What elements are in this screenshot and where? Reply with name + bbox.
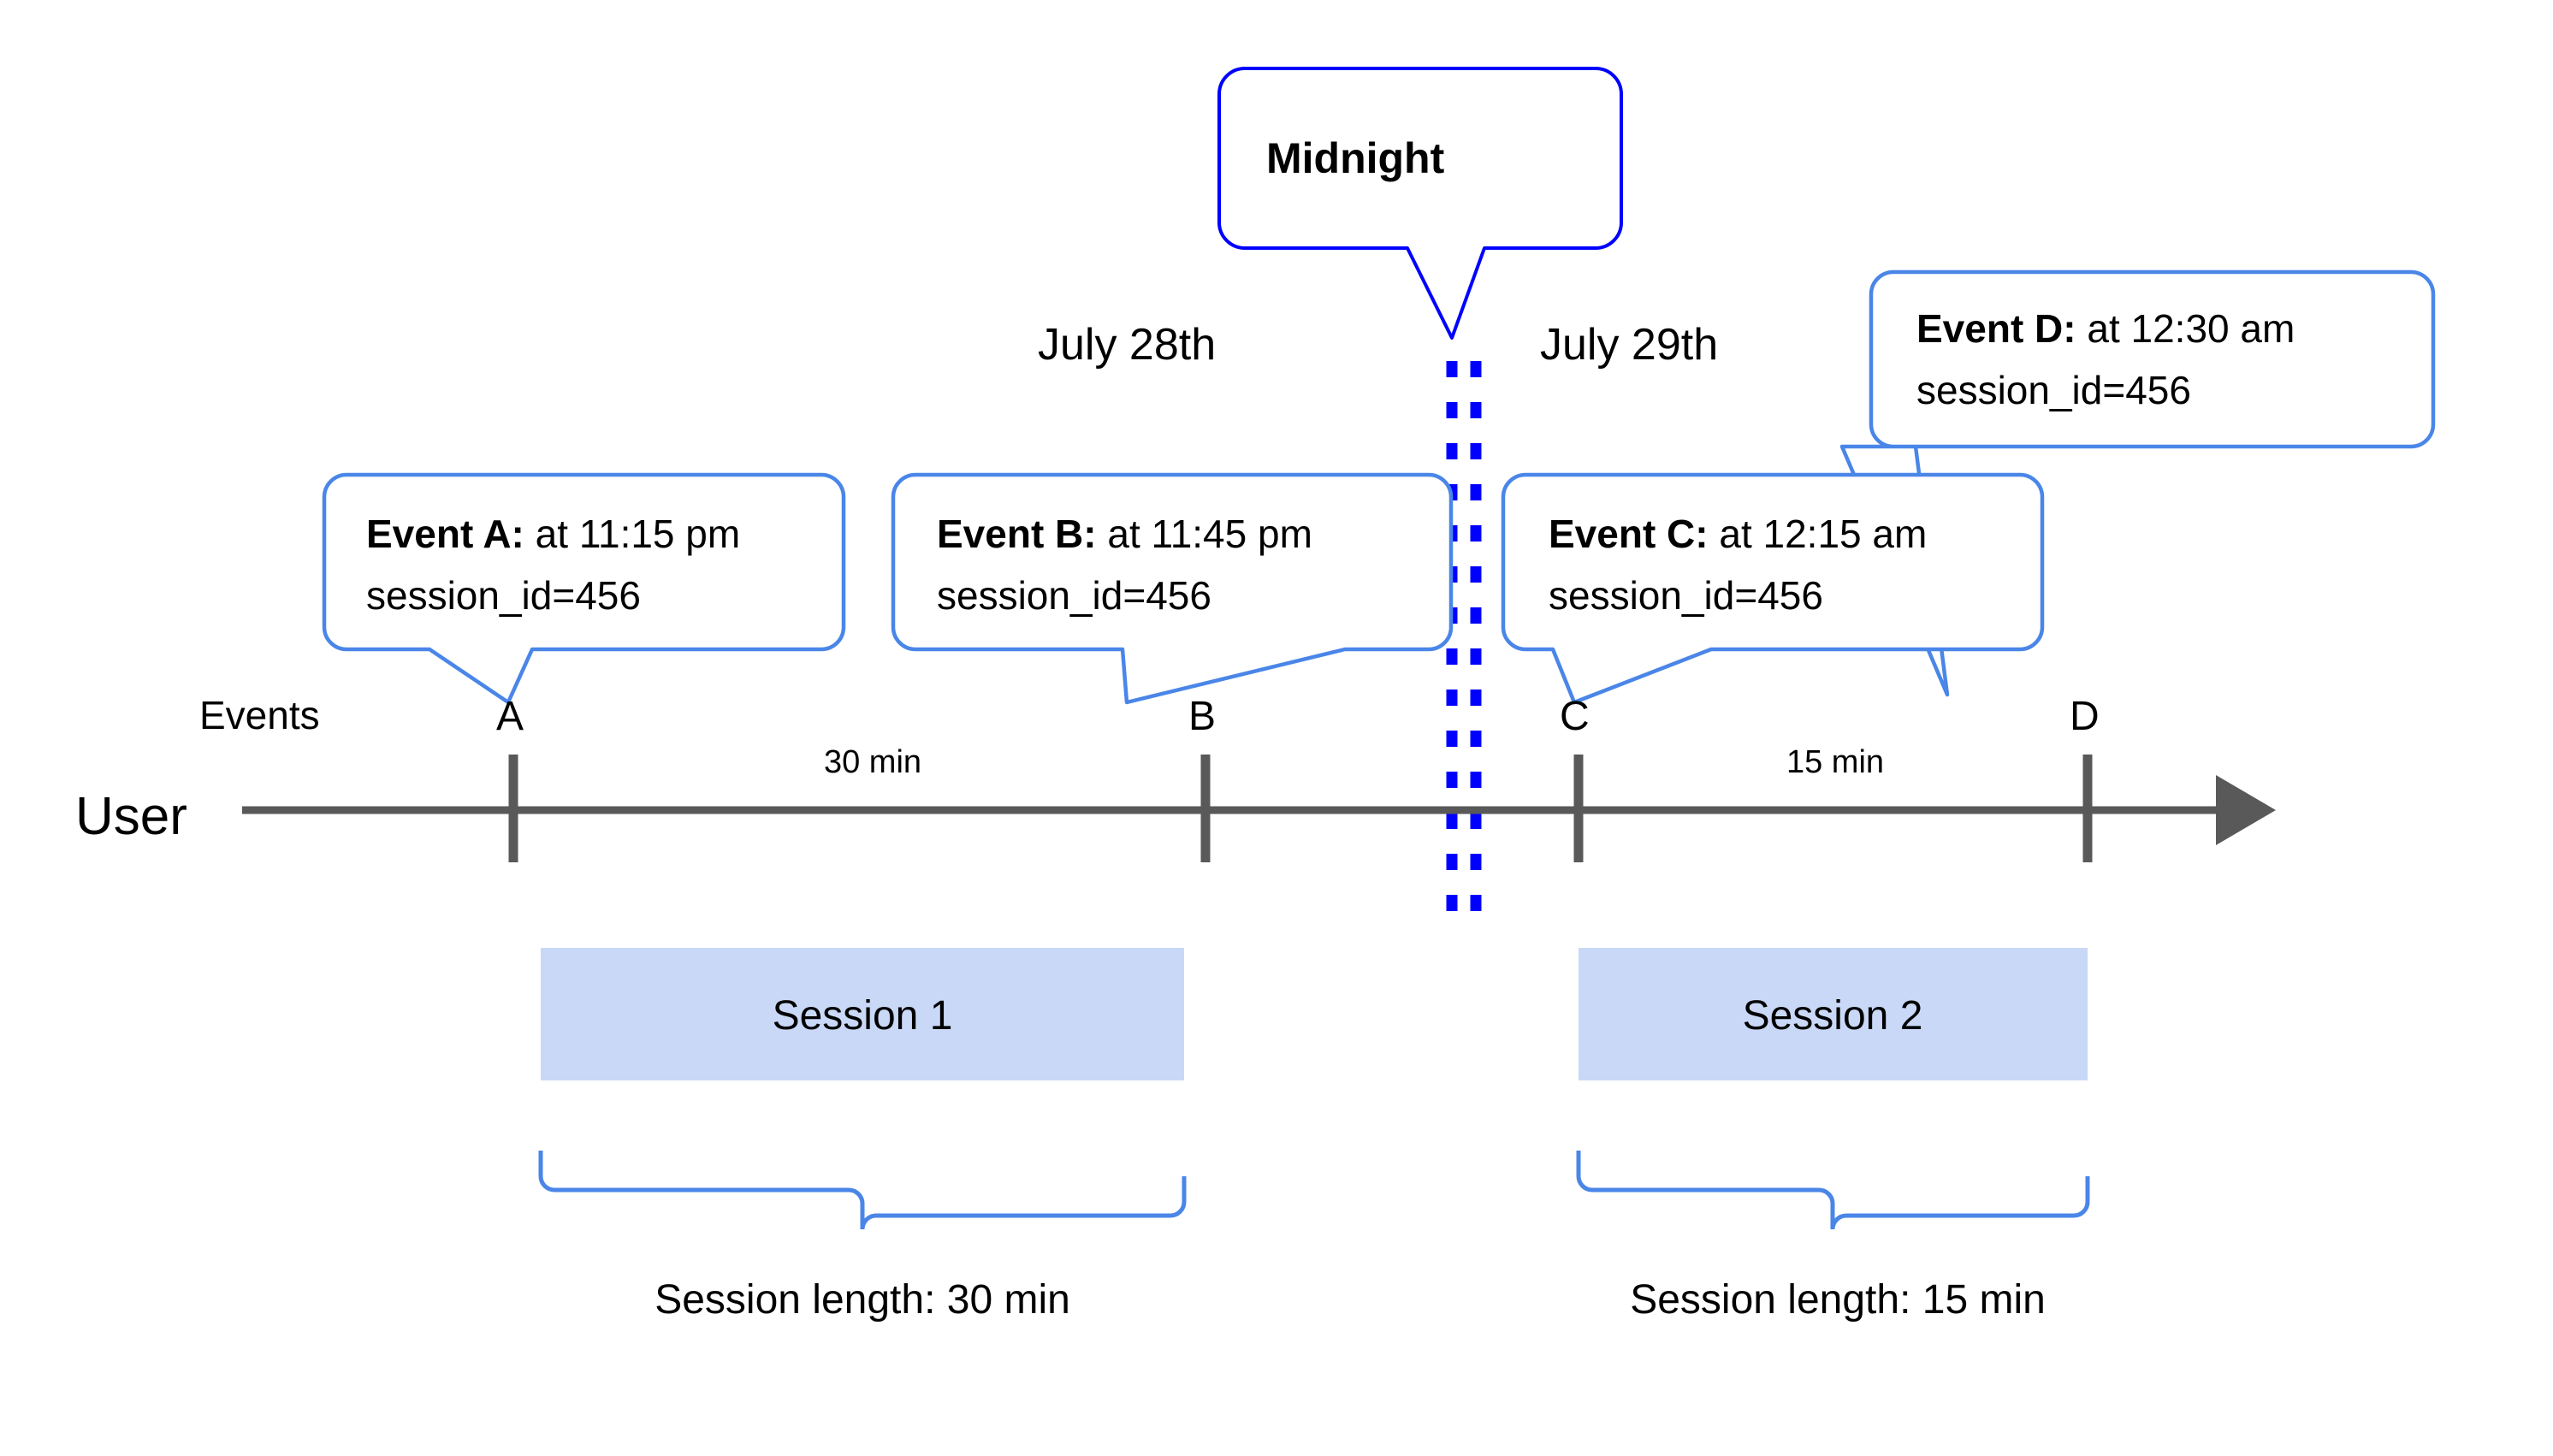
session-box-2[interactable]: Session 2 xyxy=(1579,948,2088,1080)
event-callout-c-title: Event C: xyxy=(1549,512,1709,556)
event-callout-d-line1: Event D: at 12:30 am xyxy=(1916,306,2295,351)
session-brace-1-path xyxy=(538,1151,1187,1230)
session-box-1-label: Session 1 xyxy=(773,993,953,1039)
event-callout-b-title: Event B: xyxy=(937,512,1097,556)
event-callout-c-line2: session_id=456 xyxy=(1549,573,1823,618)
event-callout-a-detail: at 11:15 pm xyxy=(536,512,741,556)
date-label-july-28: July 28th xyxy=(1038,320,1216,370)
session-length-label-1: Session length: 30 min xyxy=(655,1277,1070,1323)
midnight-callout-label: Midnight xyxy=(1266,134,1445,182)
midnight-callout[interactable]: Midnight xyxy=(1217,67,1623,340)
date-label-july-29: July 29th xyxy=(1540,320,1718,370)
event-callout-b-line2: session_id=456 xyxy=(937,573,1211,618)
event-callout-a-title: Event A: xyxy=(366,512,524,556)
session-box-1-rect xyxy=(541,948,1184,1080)
session-brace-2-path xyxy=(1576,1151,2090,1230)
event-callout-a[interactable]: Event A: at 11:15 pm session_id=456 xyxy=(322,472,846,705)
event-callout-b[interactable]: Event B: at 11:45 pm session_id=456 xyxy=(891,472,1454,705)
timeline-axis xyxy=(242,755,2276,862)
event-callout-b-shape xyxy=(891,472,1454,705)
tick-label-b: B xyxy=(1188,694,1216,739)
session-box-1[interactable]: Session 1 xyxy=(541,948,1184,1080)
event-callout-a-shape xyxy=(322,472,846,705)
event-callout-c-line1: Event C: at 12:15 am xyxy=(1549,512,1927,556)
user-row-label: User xyxy=(75,787,187,846)
tick-label-a: A xyxy=(496,694,524,739)
event-callout-a-line2: session_id=456 xyxy=(366,573,641,618)
event-callout-d-title: Event D: xyxy=(1916,306,2076,351)
session-box-2-rect xyxy=(1579,948,2088,1080)
event-callout-b-line1: Event B: at 11:45 pm xyxy=(937,512,1312,556)
events-row-label: Events xyxy=(199,693,320,737)
event-callout-a-line1: Event A: at 11:15 pm xyxy=(366,512,740,556)
interval-label-15min: 15 min xyxy=(1786,744,1884,780)
event-callout-d-line2: session_id=456 xyxy=(1916,368,2191,412)
event-callout-b-detail: at 11:45 pm xyxy=(1107,512,1312,556)
event-callout-c-shape xyxy=(1501,472,2045,705)
tick-label-c: C xyxy=(1560,694,1590,739)
session-length-label-2: Session length: 15 min xyxy=(1630,1277,2046,1323)
timeline-axis-arrowhead xyxy=(2216,775,2276,845)
event-callout-c[interactable]: Event C: at 12:15 am session_id=456 xyxy=(1501,472,2045,705)
session-brace-1 xyxy=(538,1151,1187,1230)
event-callout-c-detail: at 12:15 am xyxy=(1719,512,1927,556)
midnight-callout-shape xyxy=(1217,67,1623,340)
tick-label-d: D xyxy=(2070,694,2100,739)
event-callout-d[interactable]: Event D: at 12:30 am session_id=456 xyxy=(1839,269,2436,697)
interval-label-30min: 30 min xyxy=(824,744,921,780)
session-box-2-label: Session 2 xyxy=(1743,993,1923,1039)
session-brace-2 xyxy=(1576,1151,2090,1230)
midnight-divider xyxy=(1446,361,1482,922)
event-callout-d-detail: at 12:30 am xyxy=(2087,306,2295,351)
